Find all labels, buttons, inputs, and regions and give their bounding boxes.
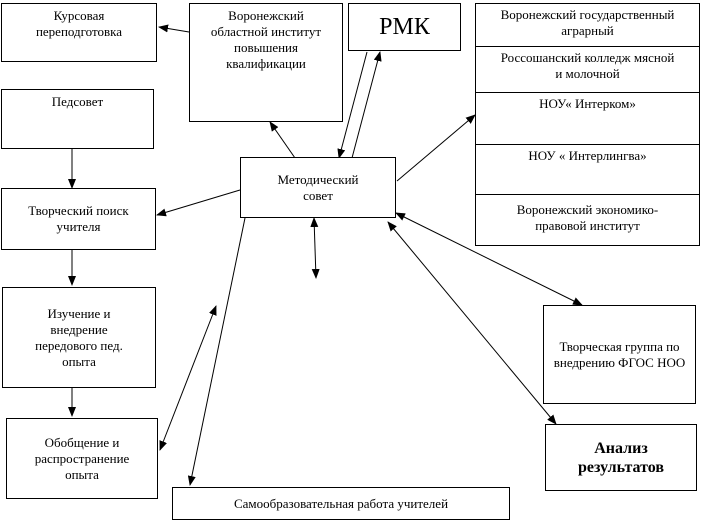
council-box: Методический совет [240, 157, 396, 218]
partner-item-3: НОУ« Интерком» [476, 92, 699, 144]
rmk-label: РМК [379, 14, 430, 40]
pedsovet-label: Педсовет [51, 94, 104, 109]
rmk-box: РМК [348, 3, 461, 51]
search-label: Творческий поиск учителя [28, 203, 129, 234]
partner-item-5: Воронежский экономико-правовой институт [476, 194, 699, 247]
arrow-council-analysis [387, 221, 557, 425]
study-box: Изучение и внедрение передового пед. опы… [2, 287, 156, 388]
partner-item-2: Россошанский колледж мясной и молочной [476, 46, 699, 92]
arrow-council-to-search [156, 189, 241, 217]
arrow-council-to-institute [269, 121, 296, 159]
institute-label: Воронежский областной институт повышения… [210, 8, 322, 71]
analysis-box: Анализ результатов [545, 424, 697, 491]
arrow-generalize-link [159, 305, 217, 451]
study-label: Изучение и внедрение передового пед. опы… [35, 305, 123, 369]
pedsovet-box: Педсовет [1, 89, 154, 149]
council-label: Методический совет [277, 171, 359, 203]
course-box: Курсовая переподготовка [1, 3, 157, 62]
partners-box: Воронежский государственный аграрный Рос… [475, 3, 700, 246]
group-box: Творческая группа по внедрению ФГОС НОО [543, 305, 696, 404]
arrow-council-to-partners [396, 114, 476, 182]
partner-item-1: Воронежский государственный аграрный [500, 7, 675, 38]
partner-item-4: НОУ « Интерлингва» [476, 144, 699, 194]
arrow-rmk-to-council-down [337, 51, 368, 159]
analysis-label: Анализ результатов [577, 439, 665, 476]
group-label: Творческая группа по внедрению ФГОС НОО [553, 338, 686, 370]
search-box: Творческий поиск учителя [1, 188, 156, 250]
generalize-label: Обобщение и распространение опыта [34, 434, 130, 482]
course-label: Курсовая переподготовка [35, 8, 123, 39]
selfedu-label: Самообразовательная работа учителей [233, 495, 449, 511]
institute-box: Воронежский областной институт повышения… [189, 3, 343, 122]
arrow-council-short [310, 217, 320, 279]
arrow-council-to-rmk-up [351, 51, 382, 159]
selfedu-box: Самообразовательная работа учителей [172, 487, 510, 520]
generalize-box: Обобщение и распространение опыта [6, 418, 158, 499]
arrow-institute-to-course [158, 24, 190, 33]
arrow-council-to-selfedu [187, 217, 246, 486]
